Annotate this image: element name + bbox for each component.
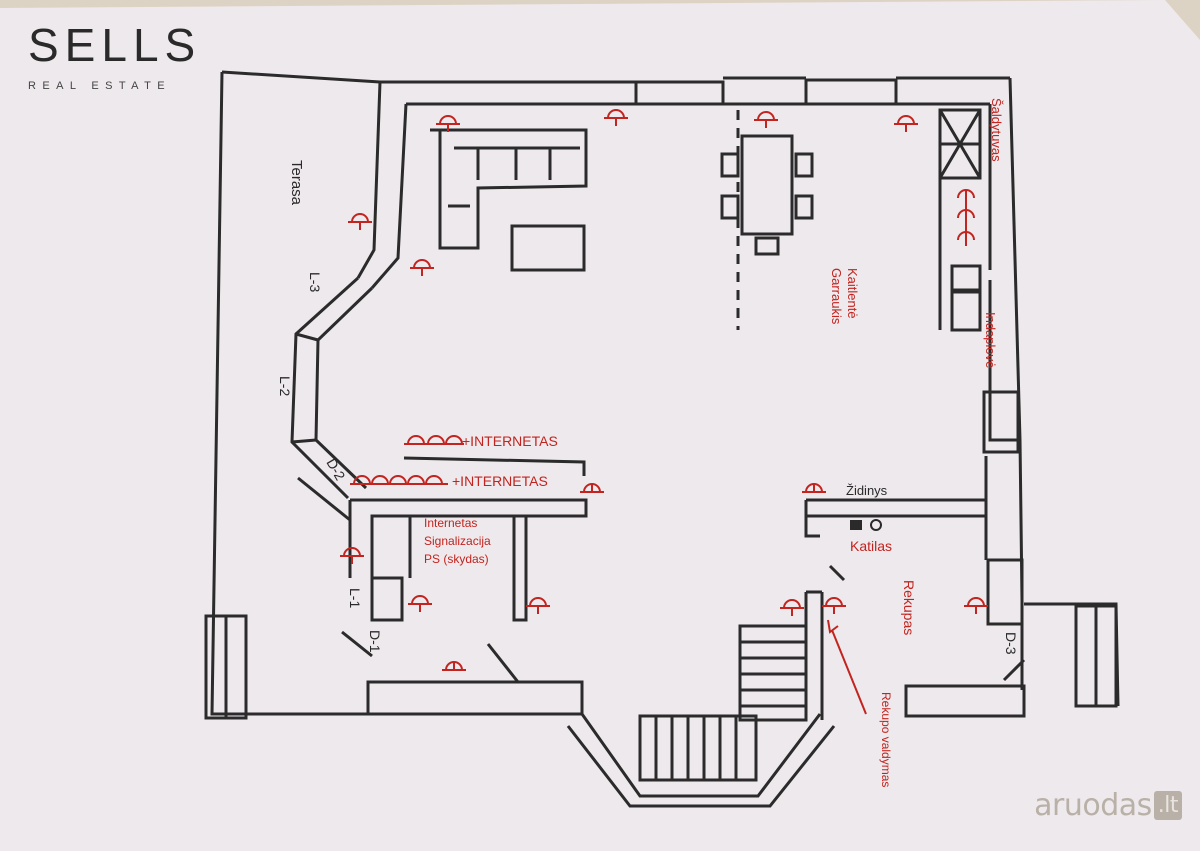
label-rekupas: Rekupas bbox=[901, 580, 917, 635]
label-indaplove: Indaplovė bbox=[983, 312, 998, 368]
label-l1: L-1 bbox=[347, 588, 363, 608]
label-rekupo-valdymas: Rekupo valdymas bbox=[879, 692, 893, 787]
label-zidinys: Židinys bbox=[846, 483, 888, 498]
label-signalizacija: Signalizacija bbox=[424, 534, 491, 548]
label-internetas-2: +INTERNETAS bbox=[452, 473, 548, 489]
boiler-icon bbox=[850, 519, 882, 531]
label-l3: L-3 bbox=[307, 272, 323, 292]
label-kaitlente: Kaitlentė bbox=[845, 268, 860, 319]
walls bbox=[204, 70, 1120, 808]
logo-brand: SELLS bbox=[28, 19, 202, 71]
watermark-tld: .lt bbox=[1153, 791, 1182, 820]
label-saldytuvas: Šaldytuvas bbox=[989, 98, 1004, 162]
label-internetas-box: Internetas bbox=[424, 516, 477, 530]
label-ps-skydas: PS (skydas) bbox=[424, 552, 489, 566]
label-l2: L-2 bbox=[277, 376, 293, 396]
aruodas-watermark: aruodas.lt bbox=[1034, 788, 1182, 823]
sells-logo: SELLS REAL ESTATE bbox=[28, 19, 202, 92]
label-d1: D-1 bbox=[367, 630, 383, 653]
watermark-text: aruodas bbox=[1034, 788, 1152, 823]
label-garraukis: Garraukis bbox=[829, 268, 844, 325]
label-d3: D-3 bbox=[1003, 632, 1019, 655]
label-terasa: Terasa bbox=[288, 160, 305, 206]
sockets bbox=[340, 109, 988, 715]
label-katilas: Katilas bbox=[850, 538, 892, 554]
logo-subtitle: REAL ESTATE bbox=[28, 80, 171, 92]
label-internetas-1: +INTERNETAS bbox=[462, 433, 558, 449]
